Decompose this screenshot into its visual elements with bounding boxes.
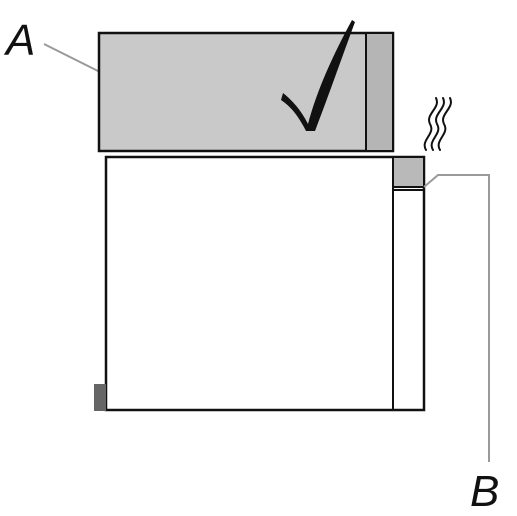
panel-a [97,20,395,153]
heat-wave-icon [423,97,452,151]
panel-a-end-tab [365,32,394,152]
heat-wave-line-3 [437,97,452,151]
label-a: A [3,16,35,65]
cabinet-foot [94,384,106,411]
cabinet [94,155,426,412]
label-b: B [470,467,499,516]
leader-line-b [423,174,490,462]
check-mark-icon [281,20,355,131]
cabinet-body [104,155,426,412]
small-block-b [392,156,425,188]
heat-wave-line-1 [423,97,438,151]
heat-wave-line-2 [430,97,445,151]
panel-a-body [97,31,395,153]
